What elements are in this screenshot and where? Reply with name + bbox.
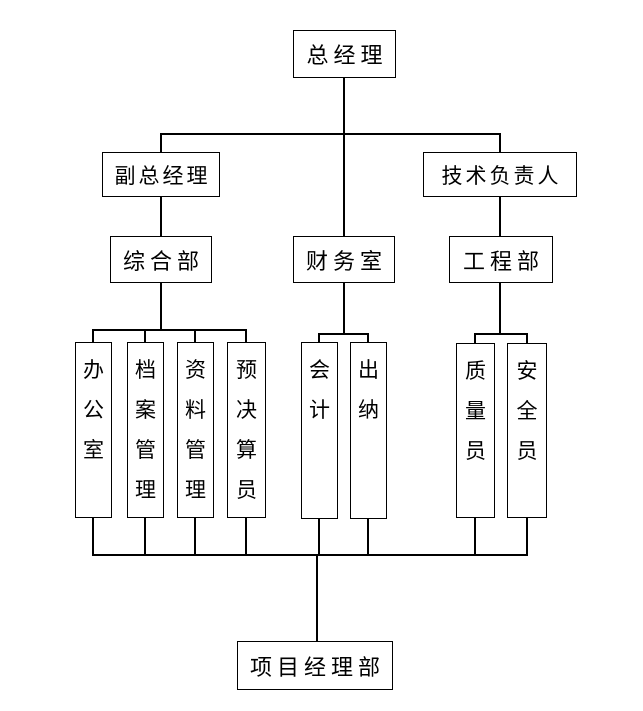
node-finance-office: 财务室 — [293, 236, 395, 283]
connector-technical-to-engineering — [499, 196, 501, 237]
connector-level2-bus — [160, 133, 501, 135]
node-project-manager-dept: 项目经理部 — [237, 641, 393, 690]
connector-accountant-to-bottom-bus — [318, 518, 320, 555]
connector-bus-to-quality — [474, 333, 476, 344]
connector-bus-to-document — [194, 329, 196, 343]
connector-bus-to-office — [92, 329, 94, 343]
node-budget-estimator: 预决算员 — [227, 342, 266, 518]
node-office: 办公室 — [75, 342, 112, 518]
connector-engineering-to-bus — [499, 282, 501, 334]
connector-finance-bus — [319, 333, 369, 335]
node-general-manager: 总经理 — [293, 30, 396, 78]
connector-comprehensive-to-bus — [160, 282, 162, 329]
connector-deputy-to-comprehensive — [160, 196, 162, 237]
node-quality-officer: 质量员 — [456, 343, 495, 518]
connector-document-to-bottom-bus — [194, 517, 196, 555]
node-archive-management: 档案管理 — [127, 342, 164, 518]
connector-bus-to-safety — [526, 333, 528, 344]
connector-finance-to-bus — [343, 282, 345, 334]
connector-quality-to-bottom-bus — [474, 517, 476, 555]
node-cashier: 出纳 — [350, 342, 387, 519]
connector-archive-to-bottom-bus — [144, 517, 146, 555]
connector-bus-to-project-dept — [316, 554, 318, 642]
node-technical-director: 技术负责人 — [423, 152, 577, 197]
node-document-management: 资料管理 — [177, 342, 214, 518]
node-safety-officer: 安全员 — [507, 343, 547, 518]
connector-bus-to-deputy — [160, 133, 162, 153]
node-deputy-general-manager: 副总经理 — [102, 152, 220, 197]
connector-bottom-bus — [92, 554, 528, 556]
node-accountant: 会计 — [301, 342, 338, 519]
connector-cashier-to-bottom-bus — [367, 518, 369, 555]
connector-safety-to-bottom-bus — [526, 517, 528, 555]
connector-office-to-bottom-bus — [92, 517, 94, 555]
connector-bus-to-technical — [499, 133, 501, 153]
node-engineering-dept: 工程部 — [449, 236, 553, 283]
connector-budget-to-bottom-bus — [245, 517, 247, 555]
node-comprehensive-dept: 综合部 — [110, 236, 212, 283]
connector-bus-to-budget — [245, 329, 247, 343]
connector-gm-to-finance — [343, 77, 345, 237]
connector-comprehensive-bus — [93, 329, 247, 331]
connector-bus-to-archive — [144, 329, 146, 343]
connector-bus-to-accountant — [318, 333, 320, 343]
connector-engineering-bus — [475, 333, 528, 335]
connector-bus-to-cashier — [367, 333, 369, 343]
